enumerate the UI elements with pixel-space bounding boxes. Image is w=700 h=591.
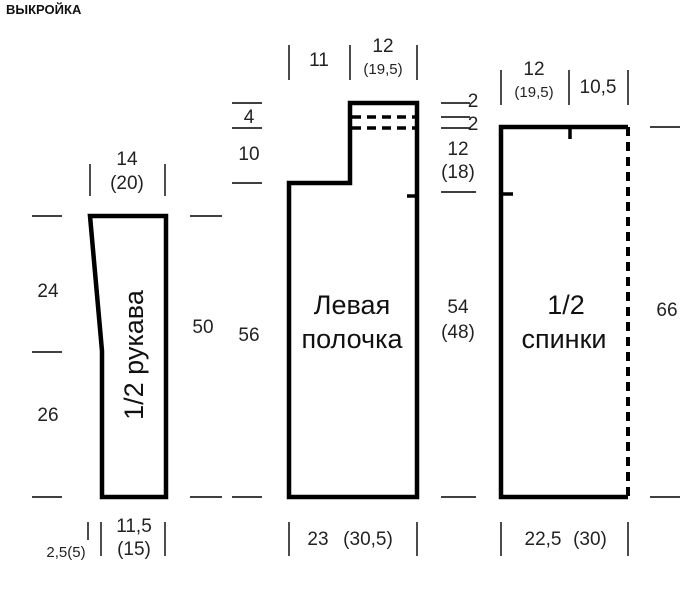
left-front-right-top-1: 2 xyxy=(468,91,479,112)
left-front-piece: 11 12 (19,5) 4 10 56 2 2 12 (18) 54 (48)… xyxy=(232,36,478,556)
left-front-right-height: 54 xyxy=(447,297,469,318)
left-front-outline xyxy=(286,100,420,500)
back-bottom-width-alt: (30) xyxy=(573,529,607,550)
back-bottom-width: 22,5 xyxy=(525,529,562,550)
back-label-line2: спинки xyxy=(521,324,606,354)
sleeve-total-height: 50 xyxy=(192,317,213,338)
sleeve-height-upper: 24 xyxy=(37,281,59,302)
back-top-left-width: 12 xyxy=(523,59,544,80)
left-front-left-height: 56 xyxy=(238,325,259,346)
left-front-bottom-width-alt: (30,5) xyxy=(343,529,393,550)
left-front-right-height-alt: (48) xyxy=(441,322,475,343)
sleeve-outline xyxy=(87,213,169,500)
sleeve-bottom-width: 11,5 xyxy=(116,516,152,537)
sleeve-height-lower: 26 xyxy=(37,405,58,426)
sleeve-bottom-width-alt: (15) xyxy=(117,539,151,560)
page-title: ВЫКРОЙКА xyxy=(6,2,82,17)
sleeve-top-width-alt: (20) xyxy=(110,173,144,194)
back-top-left-width-alt: (19,5) xyxy=(514,84,553,101)
left-front-right-neck: 12 xyxy=(447,139,468,160)
back-height: 66 xyxy=(656,300,677,321)
back-piece: 12 (19,5) 10,5 66 22,5 (30) 1/2 спинки xyxy=(498,59,680,556)
left-front-bottom-width: 23 xyxy=(307,529,328,550)
left-front-right-top-2: 2 xyxy=(468,114,479,135)
back-label-line1: 1/2 xyxy=(547,290,585,320)
sleeve-bottom-offset: 2,5(5) xyxy=(46,544,85,561)
back-top-right-width: 10,5 xyxy=(580,77,617,98)
left-front-left-step: 10 xyxy=(238,144,259,165)
left-front-top-right-width-alt: (19,5) xyxy=(363,61,402,78)
left-front-label-line2: полочка xyxy=(301,324,403,354)
left-front-right-neck-alt: (18) xyxy=(441,162,475,183)
left-front-top-left-width: 11 xyxy=(309,50,329,71)
left-front-top-right-width: 12 xyxy=(372,36,393,57)
left-front-label-line1: Левая xyxy=(314,290,390,320)
left-front-left-step-top: 4 xyxy=(244,107,255,128)
sleeve-top-width: 14 xyxy=(116,149,138,170)
back-outline-solid xyxy=(498,124,628,500)
sleeve-piece: 14 (20) 24 26 50 2,5(5) 11,5 (15) 1/2 ру… xyxy=(32,149,222,561)
sleeve-label: 1/2 рукава xyxy=(119,289,149,420)
